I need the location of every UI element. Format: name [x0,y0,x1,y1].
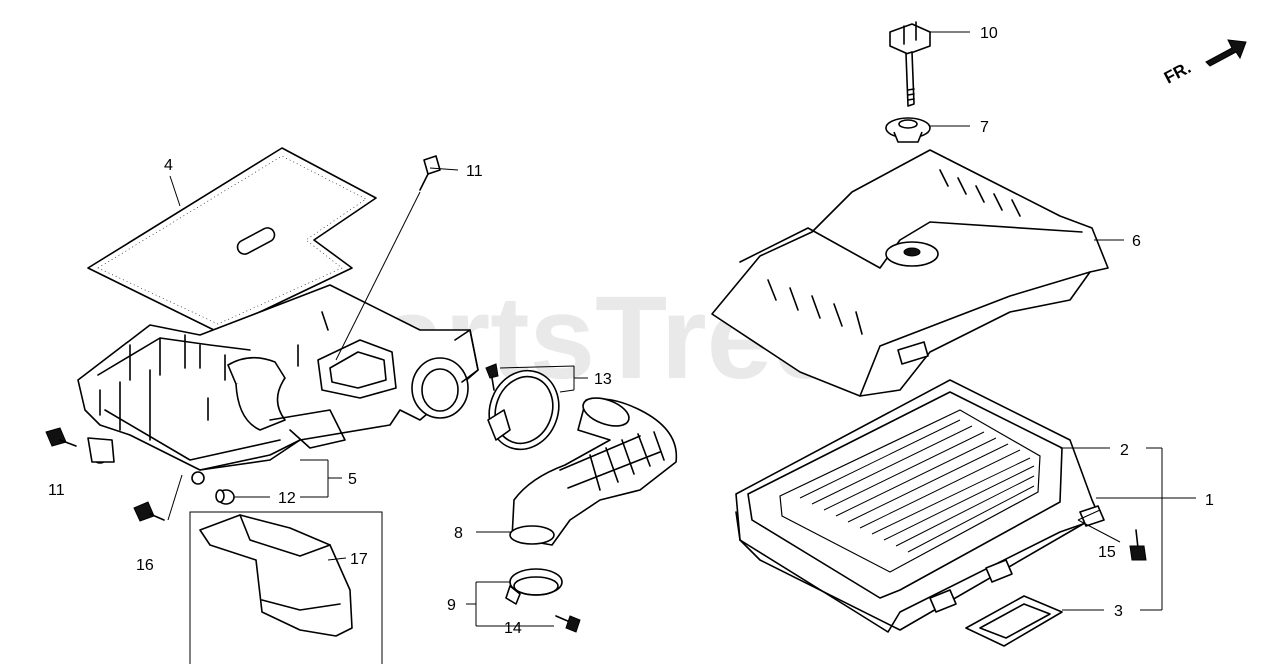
callout-13: 13 [594,371,612,388]
part-8-intake-tube [476,397,678,546]
part-5-lower-housing [77,284,479,485]
callout-9: 9 [447,597,456,614]
callout-11-left: 11 [48,482,65,499]
part-7-grommet [885,117,970,143]
callout-3: 3 [1114,603,1123,620]
callout-7: 7 [980,119,989,136]
callout-6: 6 [1132,233,1141,250]
callout-5: 5 [348,471,357,488]
callout-14: 14 [504,620,522,637]
part-15-bolt [1077,509,1147,561]
callout-1: 1 [1205,492,1214,509]
part-3-seal [965,595,1104,647]
part-11-bolt-left [45,427,77,447]
callout-4: 4 [164,157,173,174]
part-10-hold-down-bolt [889,21,970,107]
filter-pleats [799,419,1035,553]
callout-16: 16 [136,557,154,574]
front-label: FR. [1161,58,1194,88]
callout-15: 15 [1098,544,1116,561]
part-17-resonator-box [189,511,383,664]
part-16-bolt [133,474,183,522]
part-14-screw [476,615,581,633]
callout-8: 8 [454,525,463,542]
part-1-2-cleaner-case-element [735,379,1196,633]
part-9-hose-clamp [466,568,563,626]
front-arrow-icon [1205,39,1247,67]
part-12-grommet [215,489,270,505]
front-direction-indicator: FR. [1161,39,1247,88]
callout-12: 12 [278,490,296,507]
callout-11-top: 11 [466,163,483,180]
callout-17: 17 [350,551,368,568]
callout-10: 10 [980,25,998,42]
part-6-cleaner-cover [711,149,1124,397]
part-11-screw-top [335,155,459,361]
part-13-hose-clamp [485,363,588,451]
callout-2: 2 [1120,442,1129,459]
